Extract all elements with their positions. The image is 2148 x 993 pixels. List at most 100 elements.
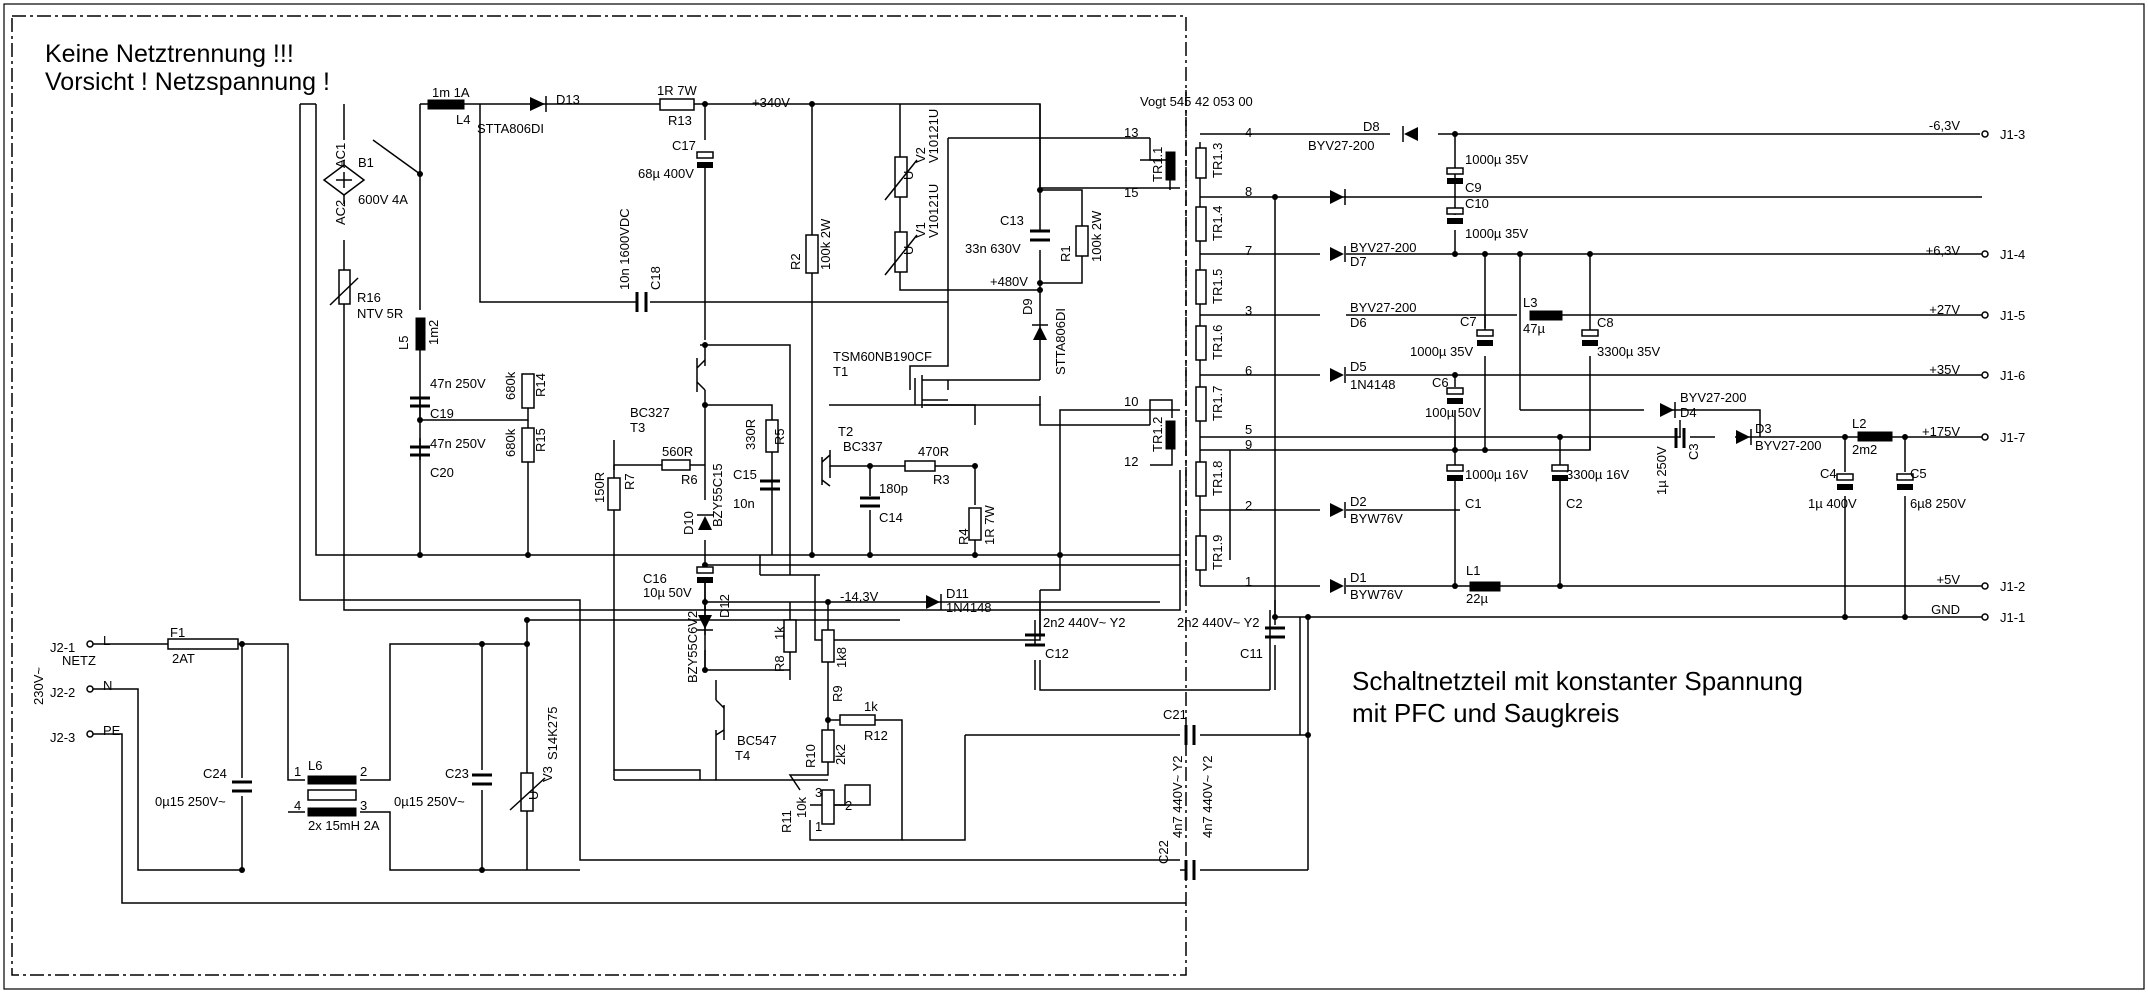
diode-D11 <box>926 594 942 610</box>
label-NETZ: NETZ <box>62 653 96 668</box>
label-D12t: BZY55C6V2 <box>685 611 700 683</box>
capacitor-C8 <box>1581 329 1599 346</box>
label-v230: 230V~ <box>31 667 46 705</box>
title-line1: Schaltnetzteil mit konstanter Spannung <box>1352 666 1803 696</box>
label-TR17: TR1.7 <box>1210 386 1225 421</box>
label-C4v: 1µ 400V <box>1808 496 1857 511</box>
inductor-L5 <box>415 317 426 351</box>
label-pt2: 2 <box>1245 498 1252 513</box>
output-pin-4: J1-6 <box>2000 368 2025 383</box>
trimmer-R11 <box>821 784 871 825</box>
label-R14v: 680k <box>503 371 518 400</box>
components <box>86 90 1989 880</box>
label-D9t: STTA806DI <box>1053 308 1068 375</box>
label-L2v: 2m2 <box>1852 442 1877 457</box>
label-V2t: V10121U <box>926 109 941 163</box>
label-p2: 2 <box>845 798 852 813</box>
label-C7v: 1000µ 35V <box>1410 344 1473 359</box>
label-C9: C9 <box>1465 180 1482 195</box>
resistor-R5 <box>765 419 779 453</box>
varistor-V1 <box>884 231 918 276</box>
label-L3v: 47µ <box>1523 321 1545 336</box>
label-C13v: 33n 630V <box>965 241 1021 256</box>
varistor-V2 <box>884 156 918 201</box>
label-D1: D1 <box>1350 570 1367 585</box>
label-C7: C7 <box>1460 314 1477 329</box>
capacitor-C14 <box>860 496 880 508</box>
label-D4t: BYV27-200 <box>1680 390 1747 405</box>
label-V3t: S14K275 <box>545 707 560 761</box>
capacitor-C6 <box>1446 387 1464 404</box>
capacitor-C13 <box>1030 229 1050 242</box>
capacitor-C22 <box>1184 860 1196 880</box>
label-D3: D3 <box>1755 421 1772 436</box>
label-p8: 8 <box>1245 184 1252 199</box>
label-p4: 4 <box>1245 125 1252 140</box>
label-L3: L3 <box>1523 295 1537 310</box>
label-C20: C20 <box>430 465 454 480</box>
junction-dots <box>239 101 1908 873</box>
label-TR15: TR1.5 <box>1210 269 1225 304</box>
output-voltage-3: +27V <box>1929 302 1960 317</box>
label-Lbl: L <box>103 633 110 648</box>
diode-D7 <box>1330 189 1346 205</box>
label-vm143: -14,3V <box>840 589 879 604</box>
label-C10: C10 <box>1465 196 1489 211</box>
label-T3t: BC327 <box>630 405 670 420</box>
label-D13: D13 <box>556 92 580 107</box>
label-R2v: 100k 2W <box>818 218 833 270</box>
capacitor-C9 <box>1446 167 1464 184</box>
label-L6p1: 1 <box>294 764 301 779</box>
label-L6p2: 2 <box>360 764 367 779</box>
transistor-T4 <box>715 699 725 740</box>
label-R12v: 1k <box>864 699 878 714</box>
output-voltage-2: +6,3V <box>1926 243 1961 258</box>
label-U1: U <box>901 171 916 180</box>
label-p7: 7 <box>1245 243 1252 258</box>
label-D6: D6 <box>1350 315 1367 330</box>
transistor-T2 <box>821 454 831 487</box>
label-J22: J2-2 <box>50 685 75 700</box>
capacitor-C2 <box>1551 464 1569 481</box>
label-R3: R3 <box>933 472 950 487</box>
label-R6: R6 <box>681 472 698 487</box>
label-D2: D2 <box>1350 494 1367 509</box>
resistor-R13 <box>659 98 695 111</box>
label-C1: C1 <box>1465 496 1482 511</box>
resistor-R8 <box>783 619 797 653</box>
label-v340: +340V <box>752 95 790 110</box>
label-F1: F1 <box>170 625 185 640</box>
label-C15v: 10n <box>733 496 755 511</box>
label-TR11: TR1.1 <box>1150 147 1165 182</box>
label-R10: R10 <box>803 744 818 768</box>
label-B1: B1 <box>358 155 374 170</box>
label-F1v: 2AT <box>172 651 195 666</box>
mosfet-T1 <box>914 375 948 408</box>
diode-D13 <box>530 96 547 112</box>
output-pin-2: J1-4 <box>2000 247 2025 262</box>
label-R14: R14 <box>533 373 548 397</box>
transformer-TR1 <box>1165 90 1207 600</box>
label-U2: U <box>901 246 916 255</box>
label-C13: C13 <box>1000 213 1024 228</box>
border-frame <box>3 3 2145 990</box>
label-T2t: BC337 <box>843 439 883 454</box>
varistor-V3 <box>509 772 546 812</box>
label-C17v: 68µ 400V <box>638 166 694 181</box>
label-R5: R5 <box>772 428 787 445</box>
output-pin-3: J1-5 <box>2000 308 2025 323</box>
label-C18: C18 <box>648 266 663 290</box>
resistor-R10 <box>821 729 835 763</box>
label-D8t: BYV27-200 <box>1308 138 1375 153</box>
diode-D3 <box>1736 429 1752 445</box>
label-C12v: 2n2 440V~ Y2 <box>1043 615 1126 630</box>
label-p13: 13 <box>1124 125 1138 140</box>
label-L2: L2 <box>1852 416 1866 431</box>
bridge-rectifier-B1 <box>322 164 366 196</box>
fuse-F1 <box>167 638 239 650</box>
resistor-R4 <box>968 507 982 541</box>
label-B1v: 600V 4A <box>358 192 408 207</box>
label-D9: D9 <box>1020 298 1035 315</box>
label-C8: C8 <box>1597 315 1614 330</box>
